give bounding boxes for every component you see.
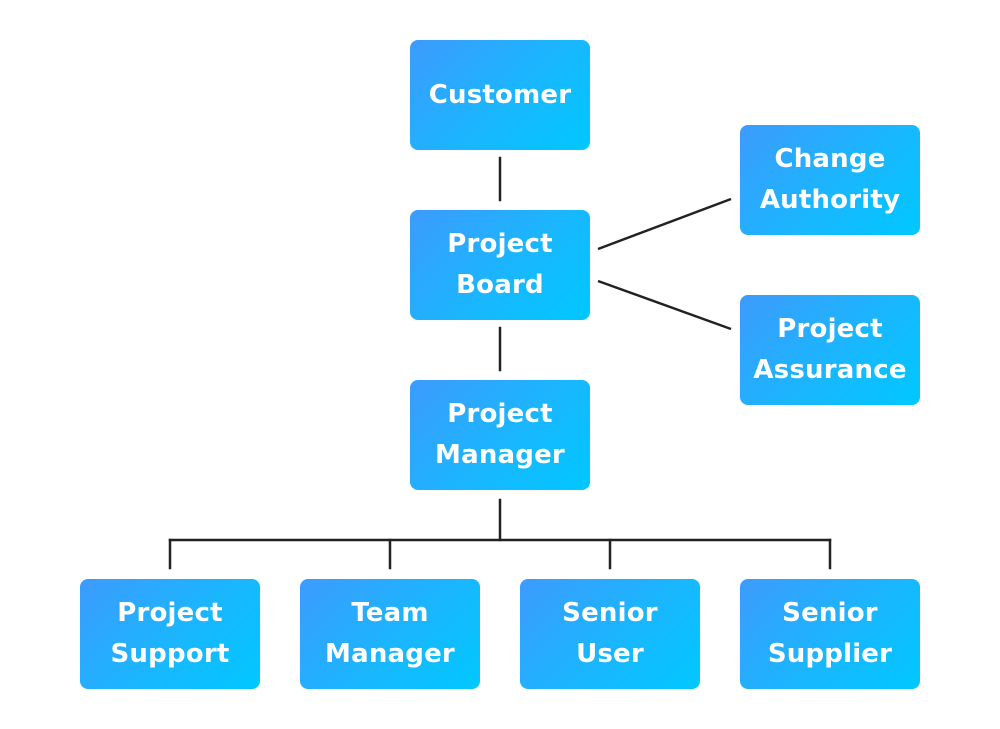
node-project-assurance-label: Project Assurance: [753, 314, 907, 385]
node-senior-supplier-label: Senior Supplier: [767, 598, 893, 669]
node-project-board: Project Board: [410, 210, 590, 320]
node-senior-user-label: Senior User: [562, 598, 658, 669]
node-customer-label: Customer: [428, 79, 572, 110]
node-team-manager: Team Manager: [300, 579, 480, 689]
node-project-support-label: Project Support: [110, 598, 230, 669]
node-senior-user: Senior User: [520, 579, 700, 689]
node-change-authority-label: Change Authority: [759, 144, 901, 215]
node-senior-supplier: Senior Supplier: [740, 579, 920, 689]
node-project-support: Project Support: [80, 579, 260, 689]
node-team-manager-label: Team Manager: [325, 598, 455, 669]
connector-board-change-authority: [597, 197, 732, 251]
node-project-manager-label: Project Manager: [435, 399, 565, 470]
node-customer: Customer: [410, 40, 590, 150]
node-project-assurance: Project Assurance: [740, 295, 920, 405]
node-project-board-label: Project Board: [447, 229, 553, 300]
node-project-manager: Project Manager: [410, 380, 590, 490]
connector-board-project-assurance: [597, 279, 732, 331]
node-change-authority: Change Authority: [740, 125, 920, 235]
